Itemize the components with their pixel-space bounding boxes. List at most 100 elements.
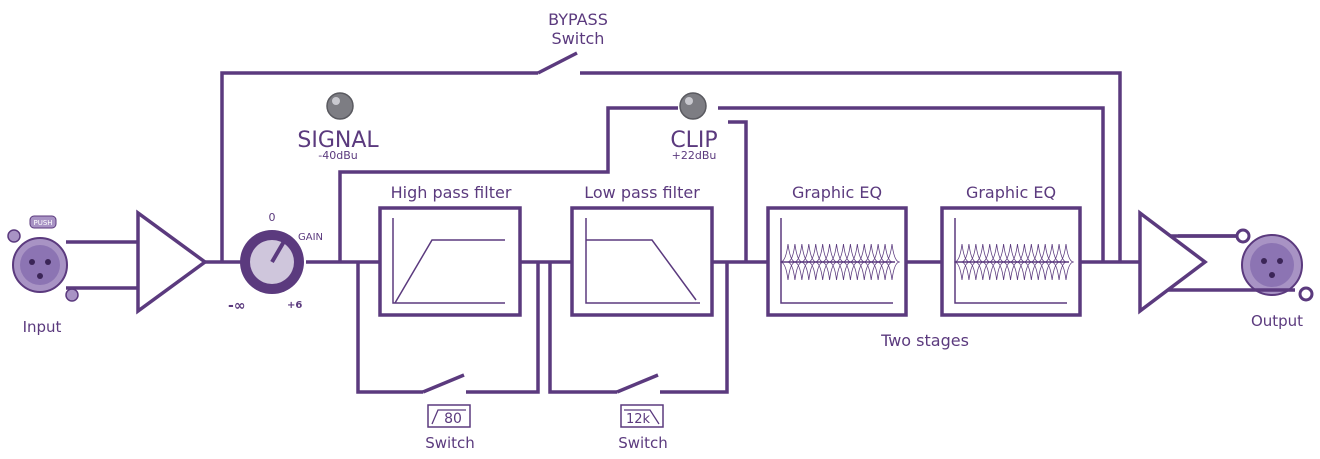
graphic-eq-block-1 — [766, 206, 908, 317]
gain-label: GAIN — [298, 232, 323, 243]
bypass-switch-label: Switch — [552, 29, 605, 48]
eq-band-curve — [975, 243, 991, 263]
eq-band-curve — [863, 261, 879, 281]
eq-band-curve — [954, 261, 970, 281]
eq-band-curve — [863, 243, 879, 263]
eq-band-curve — [787, 243, 803, 263]
eq-band-curve — [884, 243, 900, 263]
hpf-title: High pass filter — [391, 183, 512, 202]
push-label: PUSH — [33, 219, 52, 227]
signal-label: SIGNAL — [297, 128, 379, 153]
input-xlr-connector: PUSH — [7, 215, 79, 302]
two-stages-label: Two stages — [880, 331, 969, 350]
eq-band-curve — [968, 261, 984, 281]
eq-band-curve — [1044, 261, 1060, 281]
eq-band-curve — [828, 261, 845, 281]
eq-band-curve — [884, 261, 900, 281]
eq2-title: Graphic EQ — [966, 183, 1056, 202]
eq-band-curve — [877, 261, 893, 281]
eq-band-curve — [988, 243, 1005, 263]
high-pass-filter-block — [378, 206, 522, 317]
wiring — [66, 51, 1295, 394]
eq-band-curve — [1037, 261, 1053, 281]
eq-band-curve — [1009, 261, 1026, 281]
gain-zero-label: 0 — [269, 211, 276, 224]
eq-band-curve — [1009, 243, 1026, 263]
eq-band-curve — [968, 243, 984, 263]
gain-knob[interactable] — [240, 230, 304, 294]
eq-band-curve — [828, 243, 845, 263]
svg-text:80: 80 — [444, 411, 462, 427]
eq-band-curve — [1058, 243, 1074, 263]
eq-band-curve — [1044, 243, 1060, 263]
eq-band-curve — [821, 261, 838, 281]
eq-band-curve — [780, 243, 796, 263]
eq-band-curve — [849, 261, 866, 281]
eq-band-curve — [808, 261, 824, 281]
eq-band-curve — [801, 261, 817, 281]
eq-band-curve — [870, 261, 886, 281]
eq-band-curve — [1016, 261, 1033, 281]
eq-band-curve — [801, 243, 817, 263]
output-label: Output — [1251, 312, 1303, 330]
eq-band-curve — [1058, 261, 1074, 281]
eq-band-curve — [982, 243, 998, 263]
eq-band-curve — [995, 261, 1012, 281]
eq-band-curve — [877, 243, 893, 263]
signal-led-icon — [326, 92, 354, 120]
eq-band-curve — [814, 261, 831, 281]
lpf-switch-label: Switch — [618, 434, 668, 452]
low-pass-filter-block — [570, 206, 714, 317]
eq-band-curve — [808, 243, 824, 263]
eq-band-curve — [975, 261, 991, 281]
eq-band-curve — [856, 261, 872, 281]
eq-band-curve — [995, 243, 1012, 263]
eq-band-curve — [961, 261, 977, 281]
eq-band-curve — [1002, 261, 1019, 281]
hpf-switch-label: Switch — [425, 434, 475, 452]
clip-level-label: +22dBu — [672, 149, 717, 162]
eq-band-curve — [1037, 243, 1053, 263]
eq1-title: Graphic EQ — [792, 183, 882, 202]
eq-band-curve — [1030, 261, 1046, 281]
eq-band-curve — [961, 243, 977, 263]
eq-band-curve — [842, 261, 859, 281]
signal-level-label: -40dBu — [318, 149, 357, 162]
eq-band-curve — [835, 243, 852, 263]
eq-band-curve — [849, 243, 866, 263]
eq-band-curve — [1002, 243, 1019, 263]
eq-band-curve — [988, 261, 1005, 281]
eq-band-curve — [821, 243, 838, 263]
input-label: Input — [23, 318, 62, 336]
eq-band-curve — [814, 243, 831, 263]
eq-band-curve — [794, 243, 810, 263]
gain-min-label: -∞ — [228, 298, 245, 314]
eq-band-curve — [842, 243, 859, 263]
clip-label: CLIP — [670, 128, 717, 153]
eq-band-curve — [982, 261, 998, 281]
eq-band-curve — [954, 243, 970, 263]
clip-led-icon — [679, 92, 707, 120]
output-xlr-connector — [1241, 234, 1314, 302]
hpf-switch-badge: 80 — [427, 404, 471, 428]
eq-band-curve — [794, 261, 810, 281]
eq-band-curve — [870, 243, 886, 263]
bypass-label: BYPASS — [548, 10, 608, 29]
eq-band-curve — [1023, 243, 1040, 263]
graphic-eq-block-2 — [940, 206, 1082, 317]
svg-text:12k: 12k — [626, 412, 651, 427]
eq-band-curve — [787, 261, 803, 281]
eq-band-curve — [856, 243, 872, 263]
input-amplifier — [136, 209, 208, 315]
eq-band-curve — [1016, 243, 1033, 263]
output-amplifier — [1138, 209, 1208, 315]
eq-band-curve — [1023, 261, 1040, 281]
eq-band-curve — [1030, 243, 1046, 263]
lpf-title: Low pass filter — [584, 183, 700, 202]
eq-band-curve — [780, 261, 796, 281]
lpf-switch-badge: 12k — [620, 404, 664, 428]
output-terminal-icon — [1235, 228, 1251, 244]
eq-band-curve — [1051, 261, 1067, 281]
